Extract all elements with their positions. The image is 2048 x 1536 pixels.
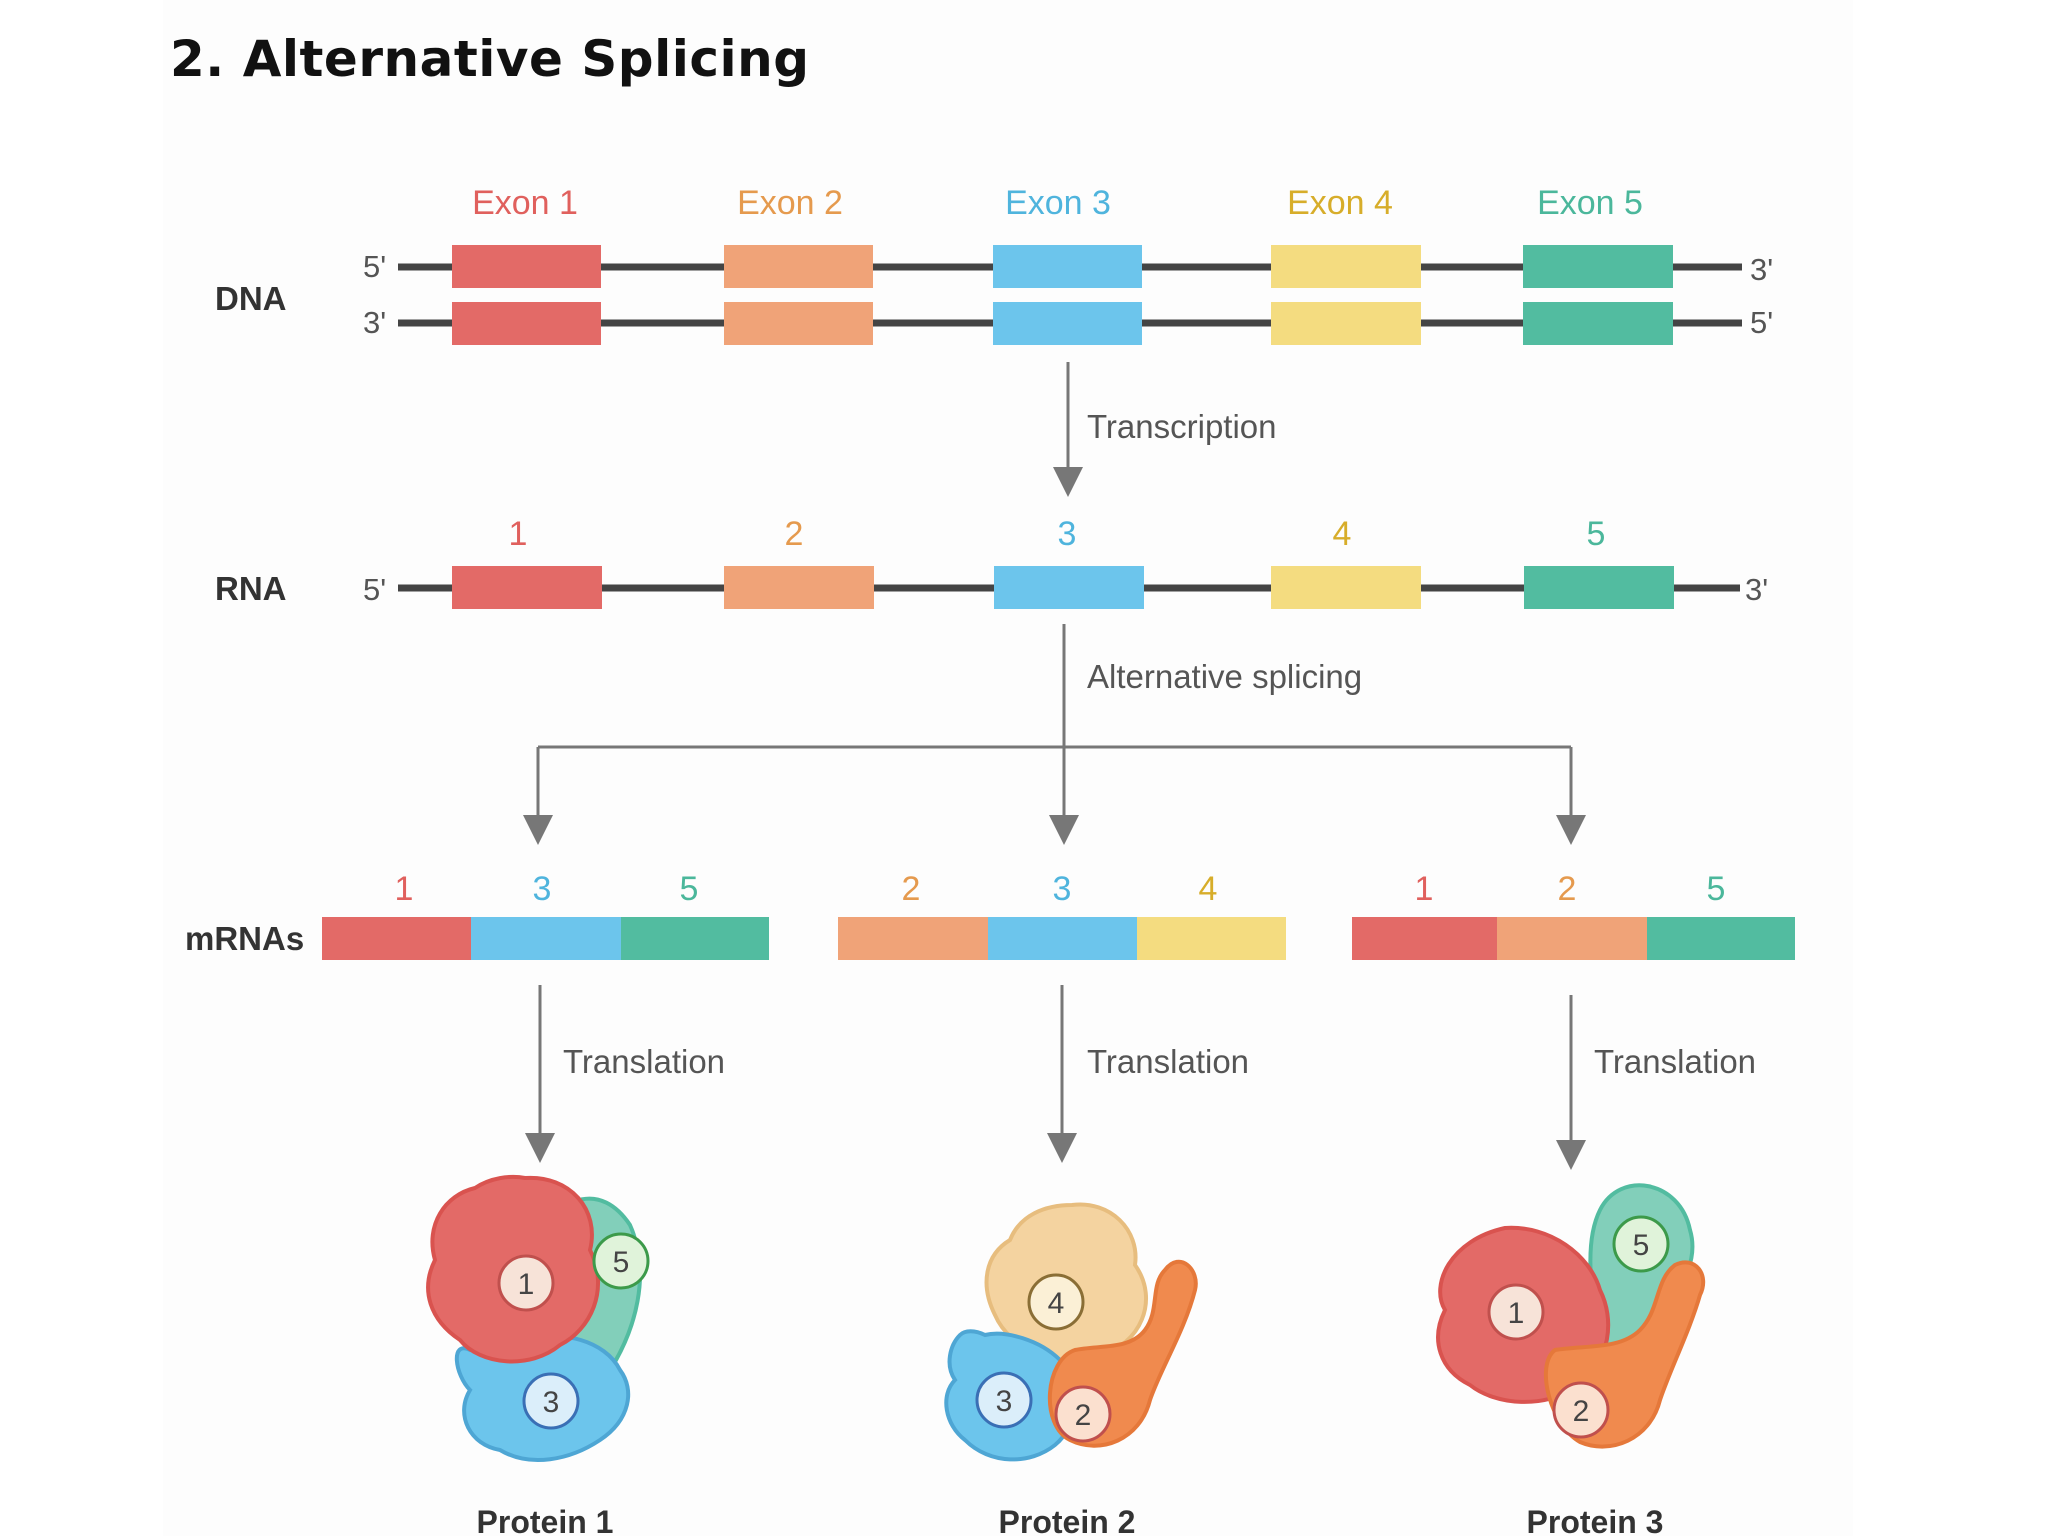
protein-1-structure: 1 5 3	[426, 1174, 650, 1462]
rna-exon-3-number: 3	[1058, 515, 1077, 553]
protein-1-domain-label: 5	[613, 1246, 630, 1279]
exon-4-label: Exon 4	[1287, 184, 1393, 222]
protein-2-structure: 4 3 2	[944, 1202, 1198, 1462]
protein-2-domain-label: 2	[1075, 1399, 1092, 1432]
translation-label-2: Translation	[1087, 1043, 1249, 1080]
protein-2-domain-3-badge	[975, 1371, 1033, 1429]
rna-exon-1	[452, 566, 602, 609]
dna-exon-5-top	[1523, 245, 1673, 288]
mrna-3-segment	[1352, 917, 1497, 960]
mrna-1-segment	[322, 917, 471, 960]
mrna-1-segment	[621, 917, 769, 960]
mrna-3-segment	[1497, 917, 1647, 960]
mrna-1-exon-number: 5	[680, 870, 699, 908]
rna-left-end: 5'	[363, 572, 386, 607]
rna-exon-4	[1271, 566, 1421, 609]
exon-3-label: Exon 3	[1005, 184, 1111, 222]
protein-1-domain-1-badge	[497, 1254, 555, 1312]
dna-exon-3-bottom	[993, 302, 1142, 345]
dna-exon-1-bottom	[452, 302, 601, 345]
translation-label-3: Translation	[1594, 1043, 1756, 1080]
dna-exon-5-bottom	[1523, 302, 1673, 345]
protein-3-domain-1-badge	[1487, 1283, 1545, 1341]
mrna-2-exon-number: 3	[1053, 870, 1072, 908]
rna-exon-5	[1524, 566, 1674, 609]
protein-3-domain-2-badge	[1552, 1381, 1610, 1439]
protein-2-label: Protein 2	[999, 1504, 1136, 1536]
protein-3-domain-label: 1	[1508, 1297, 1525, 1330]
exon-1-label: Exon 1	[472, 184, 578, 222]
rna-label: RNA	[215, 570, 287, 607]
dna-exon-1-top	[452, 245, 601, 288]
protein-2-domain-2-badge	[1054, 1385, 1112, 1443]
exon-5-label: Exon 5	[1537, 184, 1643, 222]
protein-1-domain-label: 3	[543, 1386, 560, 1419]
protein-2-domain-4-badge	[1027, 1273, 1085, 1331]
mrna-3-exon-number: 5	[1707, 870, 1726, 908]
protein-2-domain-label: 3	[996, 1385, 1013, 1418]
protein-1-label: Protein 1	[477, 1504, 614, 1536]
mrna-1-exon-number: 1	[395, 870, 414, 908]
protein-3-structure: 5 1 2	[1436, 1183, 1706, 1449]
dna-exon-4-top	[1271, 245, 1421, 288]
dna-bottom-right-end: 5'	[1750, 305, 1773, 340]
mrna-1-exon-number: 3	[533, 870, 552, 908]
protein-3-domain-label: 2	[1573, 1395, 1590, 1428]
protein-3-domain-5-badge	[1612, 1215, 1670, 1273]
dna-exon-2-bottom	[724, 302, 873, 345]
rna-right-end: 3'	[1745, 572, 1768, 607]
alternative-splicing-label: Alternative splicing	[1087, 658, 1362, 695]
mrna-2-exon-number: 2	[902, 870, 921, 908]
dna-exon-3-top	[993, 245, 1142, 288]
protein-1-domain-3-badge	[522, 1372, 580, 1430]
protein-1-domain-label: 1	[518, 1268, 535, 1301]
dna-top-left-end: 5'	[363, 249, 386, 284]
protein-3-label: Protein 3	[1527, 1504, 1664, 1536]
mrna-3-segment	[1647, 917, 1795, 960]
dna-bottom-left-end: 3'	[363, 305, 386, 340]
rna-exon-1-number: 1	[509, 515, 528, 553]
mrna-2-segment	[838, 917, 988, 960]
protein-3-domain-label: 5	[1633, 1229, 1650, 1262]
mrna-3-exon-number: 2	[1558, 870, 1577, 908]
dna-top-right-end: 3'	[1750, 252, 1773, 287]
rna-exon-2-number: 2	[785, 515, 804, 553]
rna-exon-3	[994, 566, 1144, 609]
dna-exon-4-bottom	[1271, 302, 1421, 345]
transcription-label: Transcription	[1087, 408, 1277, 445]
exon-2-label: Exon 2	[737, 184, 843, 222]
mrna-2-segment	[1137, 917, 1286, 960]
mrnas-label: mRNAs	[185, 920, 304, 957]
rna-exon-2	[724, 566, 874, 609]
protein-2-domain-label: 4	[1048, 1287, 1065, 1320]
protein-1-domain-5-badge	[592, 1232, 650, 1290]
rna-exon-4-number: 4	[1333, 515, 1352, 553]
mrna-1-segment	[471, 917, 621, 960]
translation-label-1: Translation	[563, 1043, 725, 1080]
rna-exon-5-number: 5	[1587, 515, 1606, 553]
page-title: 2. Alternative Splicing	[170, 30, 810, 88]
dna-exon-2-top	[724, 245, 873, 288]
dna-label: DNA	[215, 280, 287, 317]
mrna-3-exon-number: 1	[1415, 870, 1434, 908]
mrna-2-exon-number: 4	[1199, 870, 1218, 908]
mrna-2-segment	[988, 917, 1137, 960]
